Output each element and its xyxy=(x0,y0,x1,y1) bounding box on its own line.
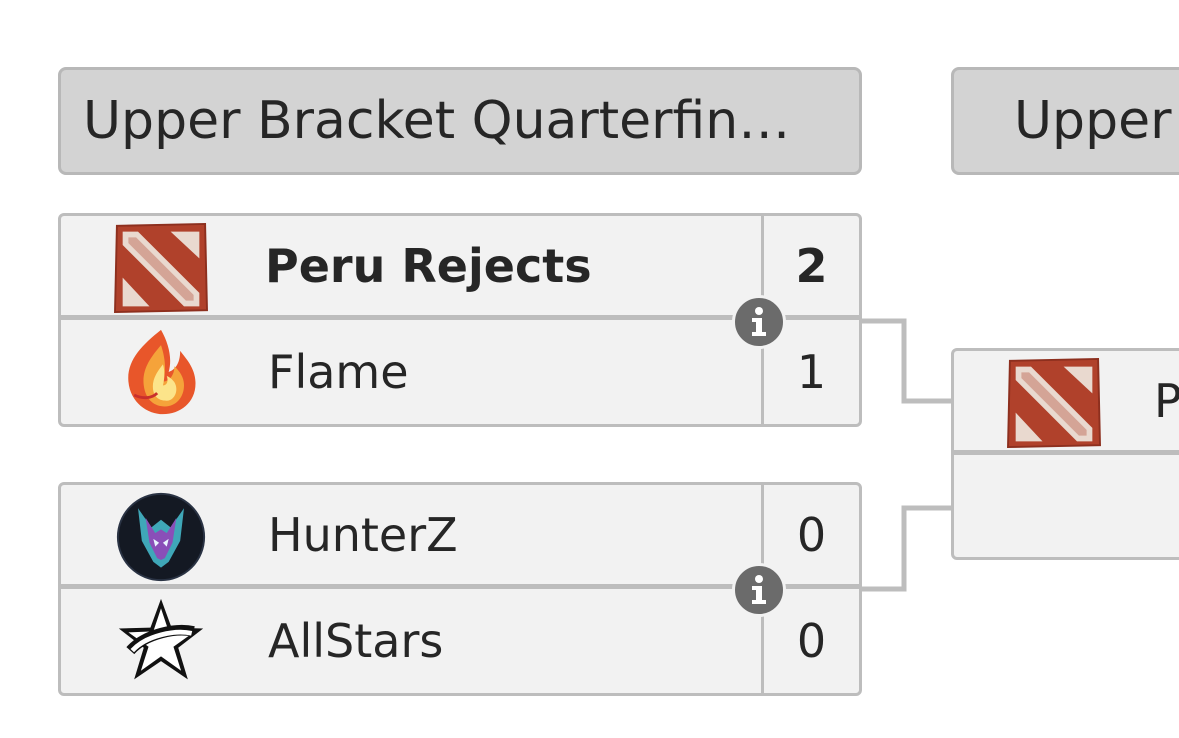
match-card[interactable]: HunterZ 0 AllStars 0 xyxy=(58,482,862,696)
team-name: HunterZ xyxy=(268,507,458,562)
dota2-logo-icon xyxy=(1007,357,1101,449)
hunterz-wolf-logo-icon xyxy=(116,492,206,582)
team-score: 2 xyxy=(761,216,859,315)
team-row[interactable]: Flame 1 xyxy=(61,320,859,424)
round-header-next: Upper xyxy=(951,67,1179,175)
team-name: Peru Rejects xyxy=(265,238,592,293)
match-card[interactable]: P xyxy=(951,348,1179,560)
team-name: Flame xyxy=(268,345,409,399)
round-title: Upper Bracket Quarterfin… xyxy=(83,91,791,151)
match-info-icon[interactable] xyxy=(732,563,786,617)
dota2-logo-icon xyxy=(114,222,208,314)
team-row[interactable]: P xyxy=(954,351,1179,455)
team-name: AllStars xyxy=(268,614,444,668)
team-score: 0 xyxy=(761,485,859,584)
team-row[interactable]: AllStars 0 xyxy=(61,589,859,693)
round-title: Upper xyxy=(1014,91,1172,151)
team-row[interactable]: HunterZ 0 xyxy=(61,485,859,589)
team-row-empty[interactable] xyxy=(954,455,1179,557)
allstars-star-logo-icon xyxy=(118,598,204,680)
match-info-icon[interactable] xyxy=(732,295,786,349)
team-score: 0 xyxy=(761,589,859,693)
team-name: P xyxy=(1154,373,1179,428)
team-row[interactable]: Peru Rejects 2 xyxy=(61,216,859,320)
team-score: 1 xyxy=(761,320,859,424)
flame-phoenix-logo-icon xyxy=(128,329,196,415)
info-glyph-icon xyxy=(752,575,766,604)
info-glyph-icon xyxy=(752,307,766,336)
round-header-quarterfinals: Upper Bracket Quarterfin… xyxy=(58,67,862,175)
match-card[interactable]: Peru Rejects 2 Flame 1 xyxy=(58,213,862,427)
